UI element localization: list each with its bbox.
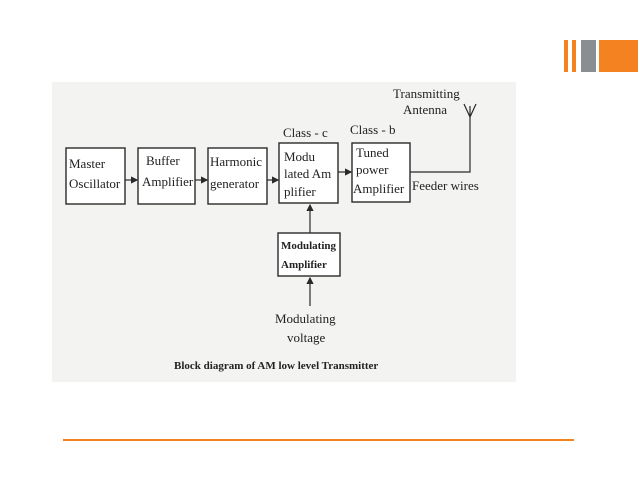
master-oscillator-block <box>65 147 126 205</box>
class-b-label: Class - b <box>350 122 396 137</box>
harmonic-generator-block <box>207 147 268 205</box>
antenna-icon <box>463 103 477 118</box>
class-c-label: Class - c <box>283 125 328 140</box>
diagram-caption: Block diagram of AM low level Transmitte… <box>174 360 378 372</box>
buffer-amplifier-block <box>137 147 196 205</box>
modulating-voltage-label: Modulating voltage <box>275 311 339 345</box>
modulating-amplifier-label: Modulating Amplifier <box>281 240 339 271</box>
gray-block <box>581 40 596 72</box>
harmonic-generator-label: Harmonic generator <box>210 154 265 191</box>
orange-bar-1 <box>564 40 568 72</box>
modulated-amplifier-block <box>278 142 339 204</box>
modulated-amplifier-label: Modu lated Am plifier <box>284 149 335 199</box>
master-oscillator-label: Master Oscillator <box>69 156 121 191</box>
footer-divider <box>63 439 574 441</box>
modulating-amplifier-block <box>277 232 341 277</box>
tuned-power-amplifier-label: Tuned power Amplifier <box>353 145 405 196</box>
orange-block <box>599 40 638 72</box>
scan-background <box>52 82 516 382</box>
buffer-amplifier-label: Buffer Amplifier <box>142 153 194 189</box>
feeder-wires-label: Feeder wires <box>412 178 479 193</box>
feeder-wire <box>410 117 471 173</box>
orange-bar-2 <box>572 40 576 72</box>
antenna-label: Transmitting Antenna <box>393 86 463 117</box>
